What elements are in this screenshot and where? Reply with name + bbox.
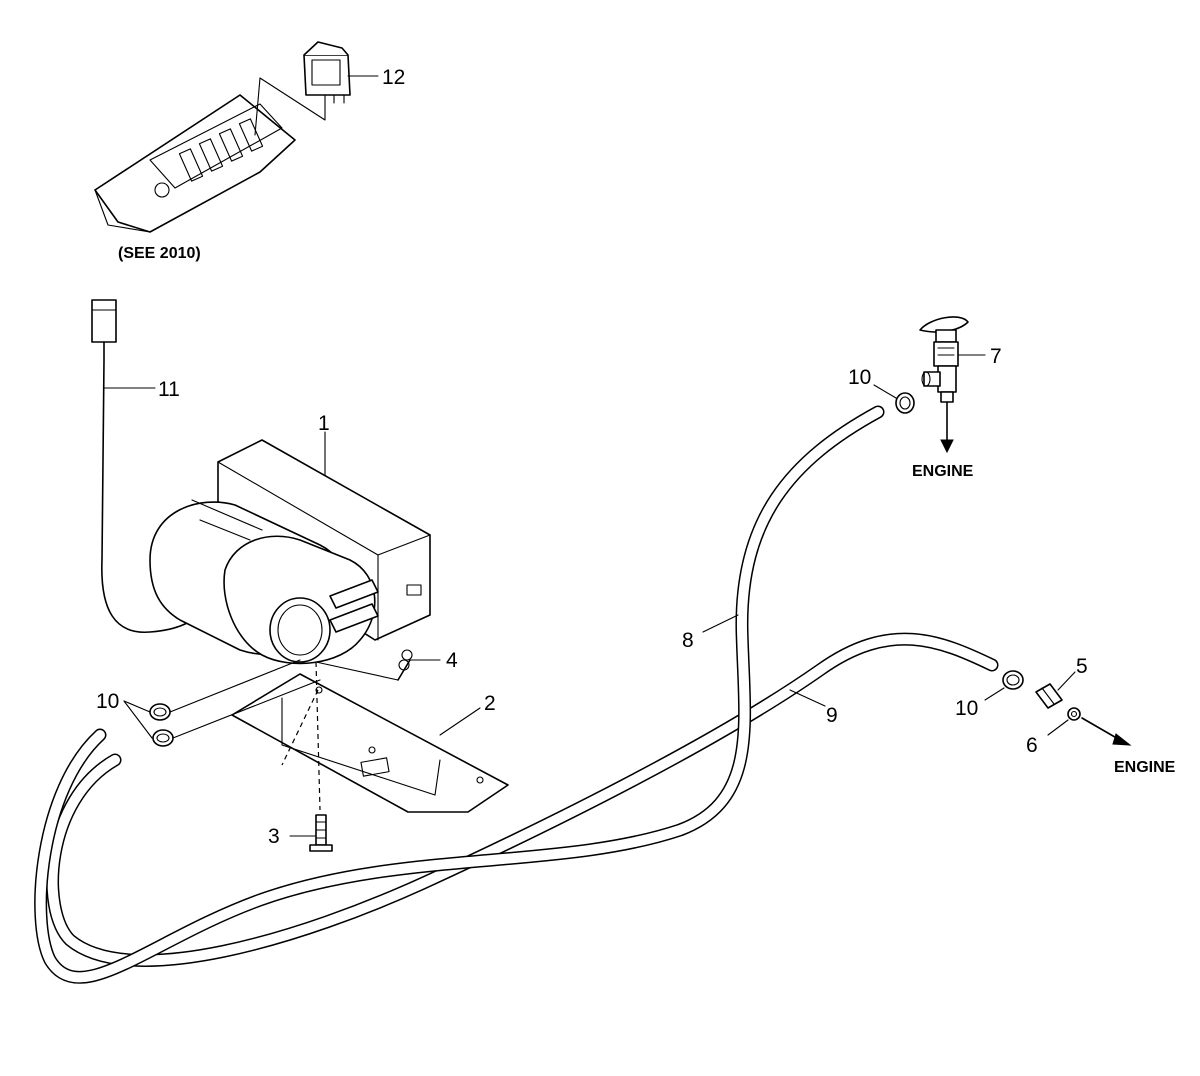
engine-label-fitting: ENGINE	[1114, 759, 1176, 776]
rocker-switch	[303, 41, 351, 104]
callout-leader-5	[1057, 671, 1076, 691]
dash-panel	[94, 94, 296, 233]
hose-short	[34, 405, 885, 984]
mounting-plate	[231, 673, 509, 813]
hose-long	[46, 632, 999, 967]
callout-12: 12	[382, 66, 405, 89]
callout-5: 5	[1076, 655, 1088, 678]
switch-leader	[254, 77, 326, 136]
shutoff-valve	[919, 316, 969, 454]
callout-leader-6	[1047, 719, 1069, 736]
bolt-guide	[315, 661, 321, 811]
callout-2: 2	[484, 692, 496, 715]
heater-unit	[149, 439, 431, 665]
mounting-screw	[315, 649, 413, 681]
callout-leader-8	[702, 614, 739, 633]
hose-clamp-upper	[152, 679, 321, 747]
callout-10-fitting: 10	[955, 697, 978, 720]
hose-clamp-fitting	[1002, 670, 1024, 690]
callout-leader-10b	[873, 384, 897, 399]
callout-6: 6	[1026, 734, 1038, 757]
callout-leader-9	[789, 689, 826, 707]
callout-8: 8	[682, 629, 694, 652]
plate-hole-guide	[281, 689, 319, 766]
engine-label-valve: ENGINE	[912, 463, 974, 480]
hose-fitting	[1035, 683, 1063, 709]
hose-clamp-lower	[149, 659, 301, 721]
callout-leader-10a	[123, 700, 153, 739]
see-reference-note: (SEE 2010)	[118, 245, 201, 262]
callout-leader-2	[439, 707, 481, 736]
callout-1: 1	[318, 412, 330, 435]
callout-7: 7	[990, 345, 1002, 368]
callout-leader-10c	[984, 687, 1005, 701]
callout-10-heater: 10	[96, 690, 119, 713]
callout-10-valve: 10	[848, 366, 871, 389]
hose-clamp-valve	[895, 392, 915, 414]
callout-11: 11	[158, 378, 180, 401]
callout-4: 4	[446, 649, 458, 672]
bolt	[309, 814, 333, 852]
callout-9: 9	[826, 704, 838, 727]
callout-3: 3	[268, 825, 280, 848]
sealing-washer	[1067, 707, 1132, 746]
